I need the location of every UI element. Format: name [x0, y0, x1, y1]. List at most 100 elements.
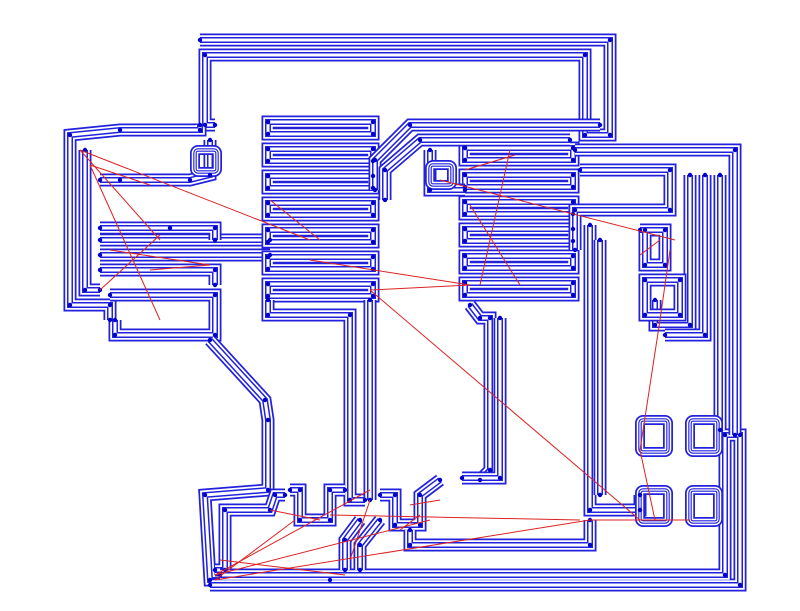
ratsnest-line	[149, 264, 211, 271]
direction-marker	[370, 146, 376, 152]
direction-marker	[347, 312, 353, 318]
direction-marker	[577, 167, 583, 173]
direction-marker	[662, 332, 668, 338]
direction-marker	[462, 172, 468, 178]
trace-header-stack-center	[261, 223, 380, 249]
direction-marker	[197, 127, 203, 133]
ratsnest-line	[269, 199, 321, 241]
direction-marker	[197, 122, 203, 128]
direction-marker	[202, 492, 208, 498]
trace-header-stack-center	[261, 196, 380, 222]
direction-marker	[107, 317, 113, 323]
ratsnest-line	[369, 289, 641, 521]
direction-marker	[265, 173, 271, 179]
direction-marker	[212, 225, 218, 231]
direction-marker	[377, 517, 383, 523]
direction-marker	[462, 226, 468, 232]
direction-marker	[265, 185, 271, 191]
direction-marker	[732, 147, 738, 153]
ratsnest-lines	[79, 149, 690, 581]
direction-marker	[570, 280, 576, 286]
direction-marker	[117, 127, 123, 133]
direction-marker	[222, 507, 228, 513]
direction-marker	[417, 522, 423, 528]
direction-marker	[497, 315, 503, 321]
direction-marker	[370, 239, 376, 245]
direction-marker	[662, 227, 668, 233]
direction-marker	[370, 293, 376, 299]
direction-marker	[677, 312, 683, 318]
direction-marker	[207, 577, 213, 583]
direction-marker	[462, 253, 468, 259]
direction-marker	[107, 292, 113, 298]
direction-marker	[582, 132, 588, 138]
trace-core	[200, 38, 612, 137]
trace-header-stack-right	[458, 141, 580, 167]
pad-core	[429, 164, 453, 186]
direction-marker	[265, 158, 271, 164]
direction-marker	[702, 172, 708, 178]
direction-marker	[372, 187, 378, 193]
ratsnest-line	[214, 519, 431, 576]
trace-core	[373, 123, 600, 190]
direction-marker	[97, 225, 103, 231]
direction-marker	[570, 253, 576, 259]
direction-marker	[265, 119, 271, 125]
direction-marker	[607, 37, 613, 43]
direction-marker	[342, 487, 348, 493]
trace-core	[100, 226, 217, 240]
direction-marker	[570, 157, 576, 163]
direction-marker	[97, 177, 103, 183]
direction-marker	[407, 527, 413, 533]
direction-marker	[370, 281, 376, 287]
direction-marker	[717, 172, 723, 178]
direction-marker	[207, 337, 213, 343]
direction-marker	[265, 312, 271, 318]
direction-marker	[417, 137, 423, 143]
direction-marker	[652, 322, 658, 328]
direction-marker	[427, 147, 433, 153]
trace-header-stack-right	[458, 222, 580, 248]
ratsnest-line	[639, 449, 656, 521]
direction-marker	[462, 211, 468, 217]
trace-row	[100, 221, 222, 240]
direction-marker	[570, 292, 576, 298]
direction-marker	[637, 492, 643, 498]
ratsnest-line	[469, 204, 521, 286]
direction-marker	[642, 262, 648, 268]
ratsnest-line	[219, 559, 346, 576]
direction-marker	[327, 517, 333, 523]
direction-marker	[212, 292, 218, 298]
direction-marker	[642, 277, 648, 283]
direction-marker	[370, 212, 376, 218]
direction-marker	[570, 199, 576, 205]
direction-marker	[417, 492, 423, 498]
component-pads	[190, 145, 723, 527]
ratsnest-line	[369, 284, 471, 291]
pad-core	[639, 489, 669, 523]
ratsnest-line	[349, 499, 371, 561]
direction-marker	[327, 487, 333, 493]
direction-marker	[477, 477, 483, 483]
direction-marker	[212, 332, 218, 338]
direction-marker	[370, 227, 376, 233]
direction-marker	[265, 146, 271, 152]
direction-marker	[112, 317, 118, 323]
direction-marker	[212, 267, 218, 273]
pad	[425, 160, 457, 190]
direction-marker	[167, 225, 173, 231]
direction-marker	[262, 397, 268, 403]
direction-marker	[207, 172, 213, 178]
direction-marker	[202, 52, 208, 58]
direction-marker	[582, 52, 588, 58]
direction-marker	[97, 267, 103, 273]
direction-marker	[265, 297, 271, 303]
direction-marker	[370, 173, 376, 179]
trace-header-stack-right	[458, 276, 580, 302]
direction-marker	[570, 226, 576, 232]
ratsnest-line	[464, 154, 516, 171]
ratsnest-line	[79, 149, 311, 241]
direction-marker	[265, 131, 271, 137]
direction-marker	[197, 37, 203, 43]
direction-marker	[97, 252, 103, 258]
